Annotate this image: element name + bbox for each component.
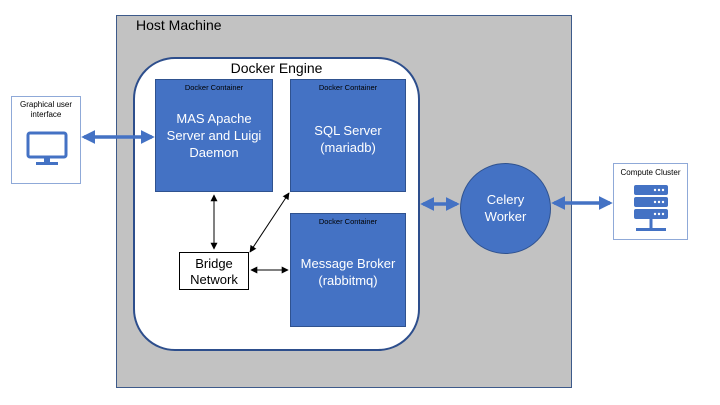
- monitor-icon: [26, 131, 68, 165]
- container-tag: Docker Container: [318, 217, 378, 226]
- compute-cluster-node: Compute Cluster: [613, 163, 688, 240]
- gui-node: Graphical user interface: [11, 96, 81, 184]
- bridge-network-box: Bridge Network: [179, 252, 249, 290]
- server-rack-icon: [634, 185, 668, 231]
- gui-label: Graphical user interface: [19, 100, 73, 119]
- container-name: MAS Apache Server and Luigi Daemon: [166, 111, 262, 160]
- bridge-sql-connector: [249, 192, 290, 253]
- container-name: Message Broker (rabbitmq): [300, 256, 396, 288]
- compute-cluster-label: Compute Cluster: [620, 168, 681, 177]
- container-tag: Docker Container: [318, 83, 378, 92]
- mas-apache-container: Docker Container MAS Apache Server and L…: [155, 79, 273, 192]
- docker-engine-title: Docker Engine: [230, 60, 323, 76]
- container-name: SQL Server (mariadb): [314, 123, 382, 155]
- sql-server-container: Docker Container SQL Server (mariadb): [290, 79, 406, 192]
- celery-worker-node: Celery Worker: [460, 163, 551, 254]
- container-tag: Docker Container: [184, 83, 244, 92]
- host-machine-title: Host Machine: [136, 17, 222, 33]
- message-broker-container: Docker Container Message Broker (rabbitm…: [290, 213, 406, 327]
